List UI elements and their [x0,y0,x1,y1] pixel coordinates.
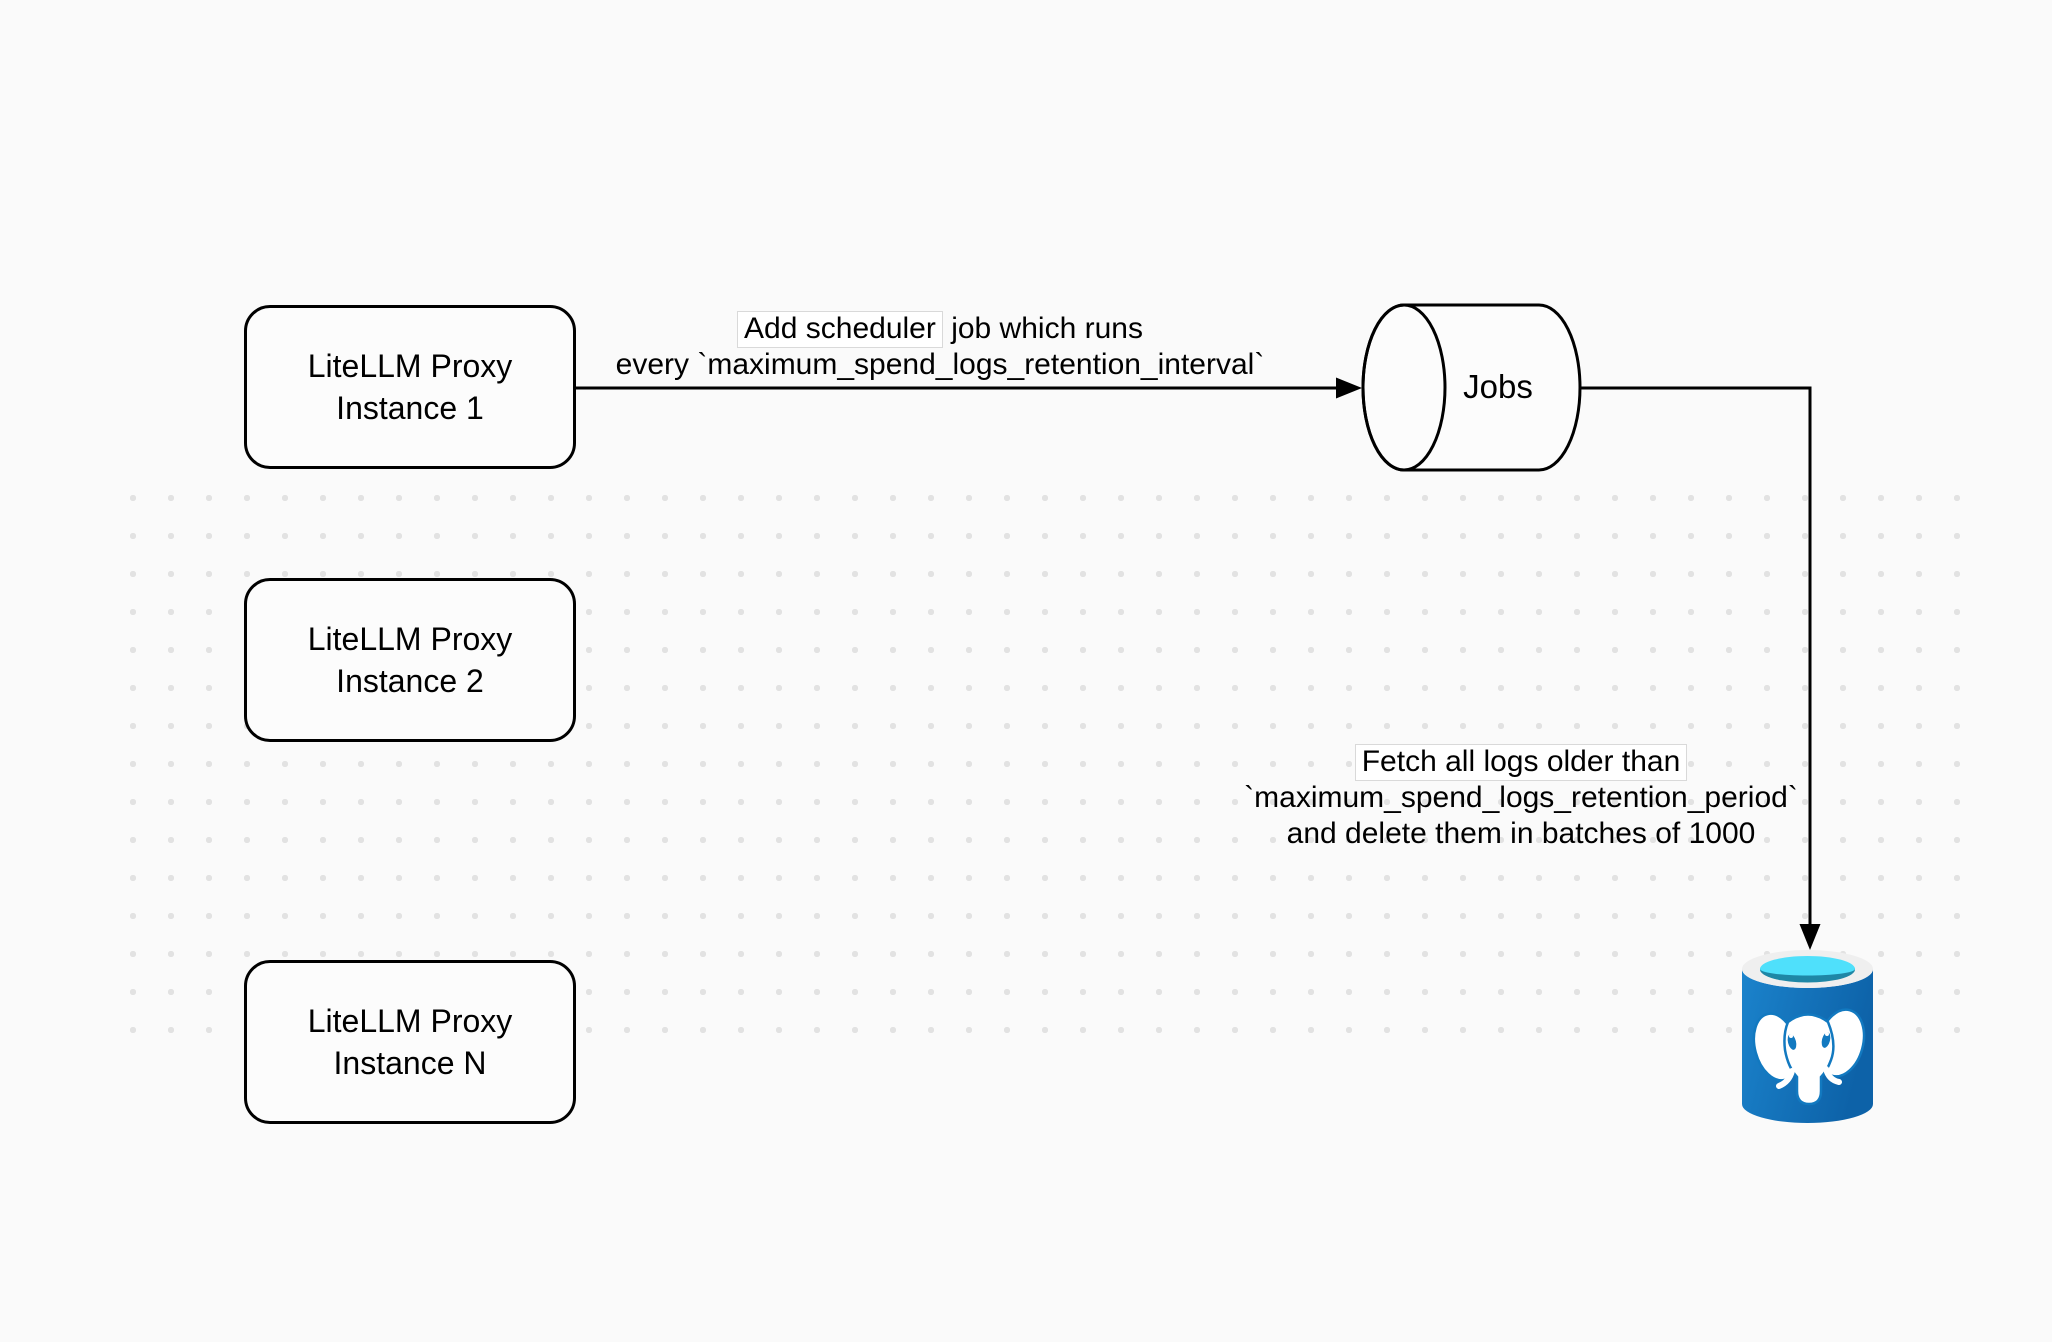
node-label-line2: Instance 1 [336,390,484,426]
edge-label-boxed-text: Fetch all logs older than [1354,744,1688,781]
node-label-line1: LiteLLM Proxy [307,621,513,657]
postgresql-database-icon [1742,950,1873,1123]
edge-label-line: Fetch all logs older than [1121,744,1921,781]
postgres-cylinder-inner-cyan [1760,956,1855,976]
elephant-left-eye-highlight [1789,1034,1793,1038]
elephant-tusks [1776,1066,1842,1089]
edge-label-add-scheduler: Add scheduler job which runs every `maxi… [540,311,1340,383]
node-label-line2: Instance 2 [336,663,484,699]
node-litellm-proxy-instance-1: LiteLLM Proxy Instance 1 [244,305,576,469]
arrowhead-down-icon [1799,924,1821,950]
edge-label-line: Add scheduler job which runs [540,311,1340,348]
edge-add-scheduler-job [576,377,1362,399]
edge-label-boxed-text: Add scheduler [737,311,943,348]
elephant-right-eye-highlight [1825,1032,1829,1036]
edge-fetch-delete-line [1580,386,1812,926]
node-label-line1: LiteLLM Proxy [307,1003,513,1039]
node-litellm-proxy-instance-n: LiteLLM Proxy Instance N [244,960,576,1124]
arrowhead-right-icon [1336,377,1362,399]
jobs-queue-shape [1361,303,1582,472]
node-litellm-proxy-instance-2: LiteLLM Proxy Instance 2 [244,578,576,742]
elephant-face-trunk [1783,1013,1835,1106]
elephant-right-eye [1821,1032,1831,1048]
edge-label-rest-text: job which runs [951,312,1143,345]
edge-fetch-and-delete [1580,386,1821,950]
jobs-cylinder-cap [1361,303,1447,472]
node-label-line2: Instance N [333,1045,487,1081]
edge-label-line: and delete them in batches of 1000 [1286,817,1756,850]
edge-label-line: every `maximum_spend_logs_retention_inte… [615,348,1265,381]
jobs-queue-label: Jobs [1463,368,1533,405]
edge-label-line: `maximum_spend_logs_retention_period` [1244,781,1798,814]
node-label-line1: LiteLLM Proxy [307,348,513,384]
edge-label-fetch-delete: Fetch all logs older than `maximum_spend… [1121,744,1921,852]
elephant-left-eye [1787,1034,1797,1050]
postgres-elephant-icon [1752,1008,1866,1106]
